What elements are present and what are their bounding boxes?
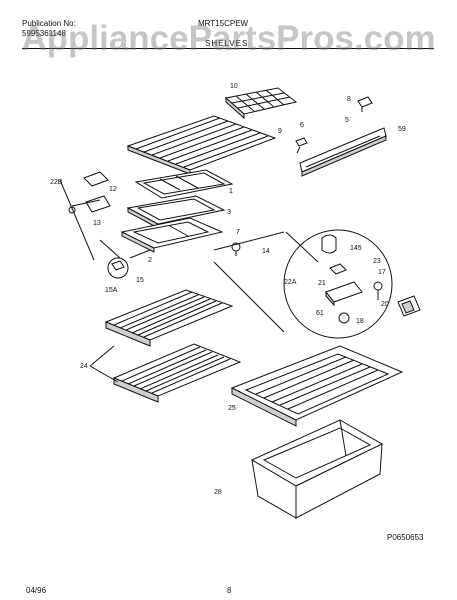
callout-7: 7: [236, 229, 240, 236]
callout-15: 15: [136, 277, 144, 284]
callout-14: 14: [262, 248, 270, 255]
leader-24: [89, 345, 115, 367]
callout-21: 21: [318, 280, 326, 287]
callout-20: 20: [381, 301, 389, 308]
callout-145: 145: [350, 245, 362, 252]
control-detail-circle: [283, 229, 393, 339]
callout-2: 2: [148, 257, 152, 264]
callout-1: 1: [229, 188, 233, 195]
callout-24: 24: [80, 363, 88, 370]
publication-number: 5995361148: [22, 29, 66, 38]
callout-13: 13: [93, 220, 101, 227]
callout-17: 17: [378, 269, 386, 276]
freezer-shelf-frame: [120, 169, 234, 253]
callout-6: 6: [300, 122, 304, 129]
footer-page: 8: [227, 586, 232, 595]
crisper-pan: [250, 419, 384, 519]
callout-18: 18: [356, 318, 364, 325]
figure-id: P0650653: [387, 533, 424, 542]
callout-22a: 22A: [284, 279, 297, 286]
fresh-food-wire-shelf-upper: [104, 289, 234, 347]
leader-24b: [89, 365, 119, 383]
freezer-wire-shelf: [126, 115, 277, 175]
callout-5: 5: [345, 117, 349, 124]
callout-25: 25: [228, 405, 236, 412]
callout-61: 61: [316, 310, 324, 317]
control-cover: [397, 295, 421, 317]
callout-15a: 15A: [105, 287, 118, 294]
section-title: SHELVES: [205, 39, 249, 48]
fresh-food-wire-shelf-lower: [112, 343, 242, 403]
header-rule: [22, 48, 434, 49]
publication-label: Publication No:: [22, 19, 76, 28]
callout-8: 8: [347, 96, 351, 103]
callout-9: 9: [278, 128, 282, 135]
shelf-clip: [357, 96, 373, 112]
footer-date: 04/96: [26, 586, 47, 595]
callout-10: 10: [230, 83, 238, 90]
callout-3: 3: [227, 209, 231, 216]
leader-lines: [59, 179, 285, 333]
watermark: AppliancePartsPros.com: [21, 19, 436, 58]
model-number: MRT15CPEW: [198, 19, 249, 28]
callout-28: 28: [214, 489, 222, 496]
shelf-rail: [299, 127, 387, 177]
ice-tray: [224, 87, 298, 120]
callout-23: 23: [373, 258, 381, 265]
callout-59: 59: [398, 126, 406, 133]
bracket-22b: [68, 171, 111, 214]
shelf-support-clip: [295, 137, 308, 154]
left-detail-circle: [107, 257, 129, 279]
callout-22b: 22B: [50, 179, 63, 186]
crisper-cover: [230, 345, 404, 427]
callout-12: 12: [109, 186, 117, 193]
